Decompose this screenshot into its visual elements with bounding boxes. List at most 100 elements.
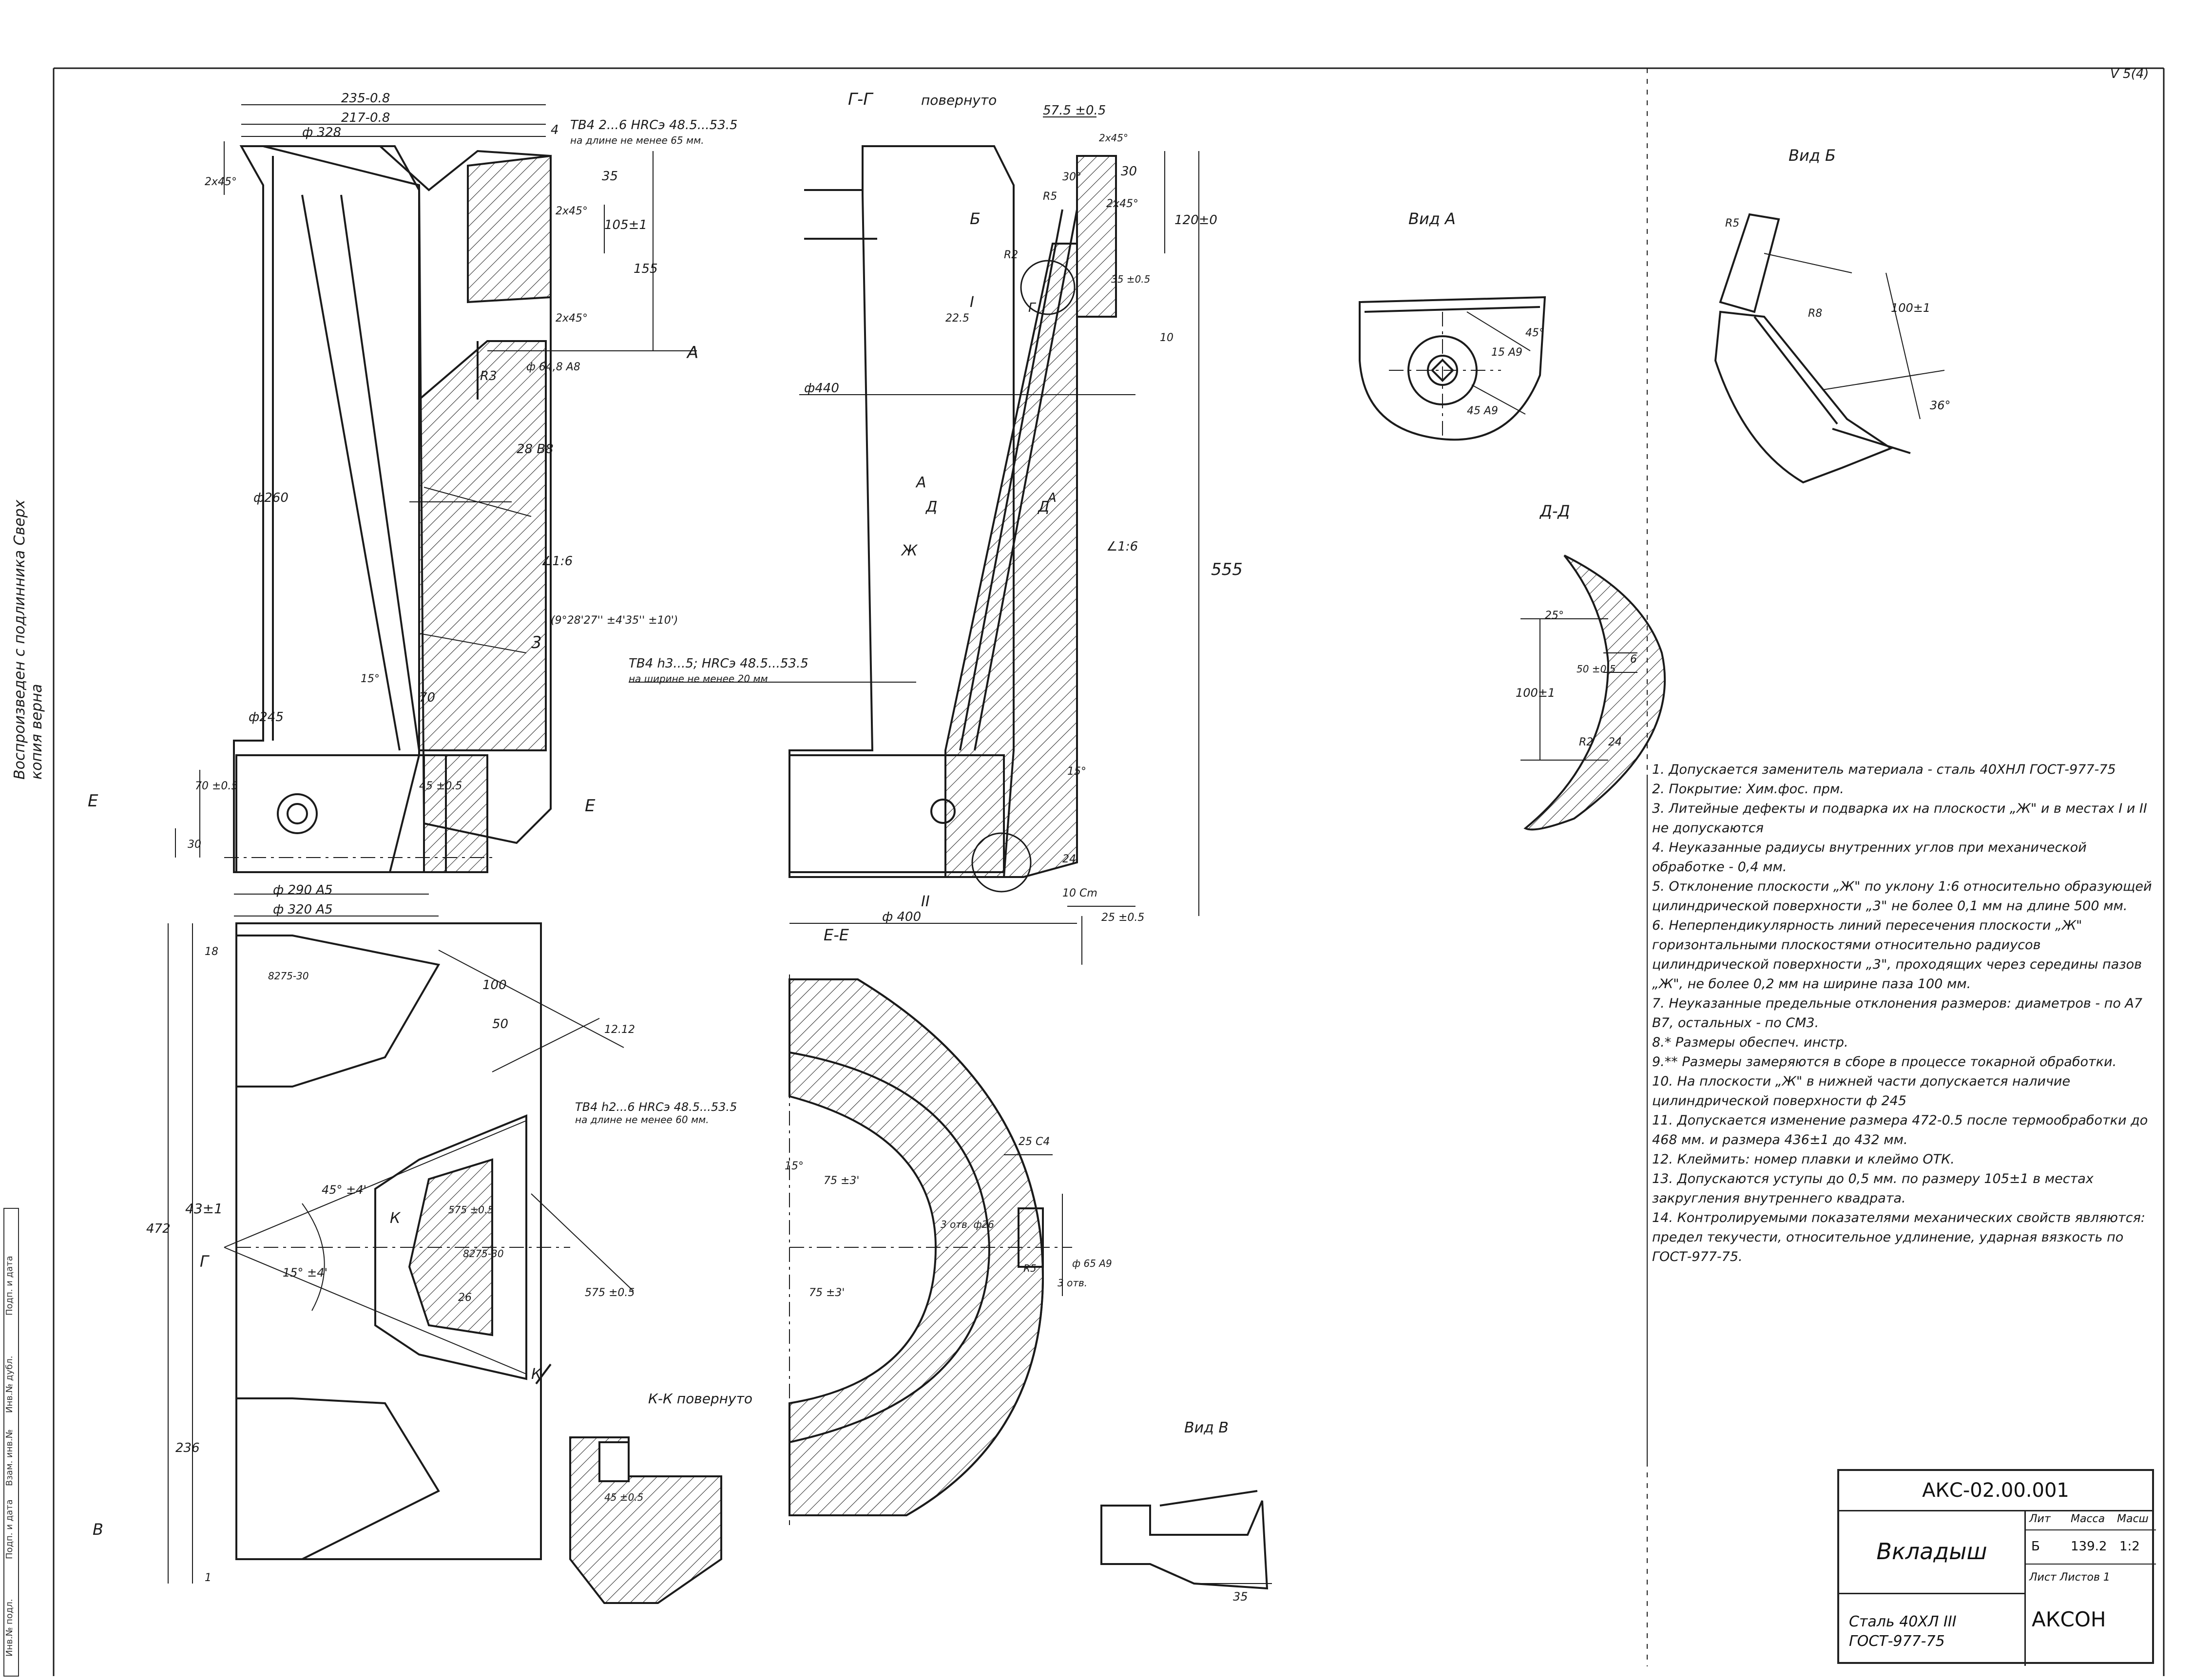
label-zh: Ж (901, 542, 918, 559)
section-ee (789, 974, 1072, 1525)
plan-15deg: 15° ±4' (283, 1266, 327, 1279)
dim-155: 155 (634, 262, 658, 276)
dim-gg-r5: R5 (1043, 191, 1057, 203)
ee-75-a: 75 ±3' (824, 1175, 859, 1187)
ee-holes: 3 отв. (1058, 1277, 1087, 1289)
sheet-info: Лист Листов 1 (2029, 1571, 2110, 1584)
title-block-values: Б 139.2 1:2 (2024, 1529, 2156, 1565)
label-d-left: Д (925, 498, 937, 515)
ee-75-b: 75 ±3' (809, 1287, 845, 1299)
view-a-title: Вид А (1408, 210, 1456, 228)
dim-gg-30: 30 (1121, 164, 1137, 179)
section-gg-subtitle: повернуто (921, 92, 997, 108)
dim-d290: ф 290 A5 (273, 883, 333, 897)
view-b-r8: R8 (1808, 307, 1822, 320)
side-stamp-4: Подп. и дата (4, 1499, 15, 1559)
section-mark-a: A (686, 343, 698, 363)
dd-100: 100±1 (1516, 686, 1555, 700)
dim-d64: ф 64,8 A8 (526, 361, 580, 373)
label-i: I (970, 294, 974, 311)
material-field: Сталь 40ХЛ III ГОСТ-977-75 (1839, 1593, 2024, 1666)
dd-50: 50 ±0.5 (1577, 663, 1616, 675)
dim-d320: ф 320 A5 (273, 902, 333, 917)
section-kk (569, 1436, 722, 1604)
note-6: 6. Неперпендикулярность линий пересечени… (1652, 918, 2142, 992)
technical-notes: 1. Допускается заменитель материала - ст… (1652, 760, 2159, 1267)
note-3: 3. Литейные дефекты и подварка их на пло… (1652, 801, 2147, 836)
dim-57-5: 57.5 ±0.5 (1043, 103, 1106, 118)
header-lit: Лит (2029, 1513, 2051, 1525)
ee-holes-d26: 3 отв. ф26 (941, 1219, 994, 1230)
hardness-note-gg: ТВ4 h3...5; HRCэ 48.5...53.5 (629, 656, 808, 671)
view-b (1714, 213, 1945, 484)
side-stamp-5: Инв.№ подл. (4, 1599, 15, 1657)
dim-r3: R3 (480, 369, 497, 383)
dim-d245: ф245 (249, 710, 284, 725)
view-a-45deg: 45° (1525, 327, 1544, 339)
note-9: 9.** Размеры замеряются в сборе в процес… (1652, 1054, 2117, 1069)
dim-gg-25: 25 ±0.5 (1101, 912, 1144, 924)
plan-1: 1 (205, 1572, 212, 1584)
mass-value: 139.2 (2071, 1539, 2107, 1554)
dim-28b8: 28 B8 (517, 442, 554, 457)
dim-10cm: 10 Cm (1062, 887, 1097, 899)
note-2: 2. Покрытие: Хим.фос. прм. (1652, 782, 1844, 797)
dim-gg-35: 35 ±0.5 (1111, 273, 1150, 285)
plan-label-v: В (93, 1520, 103, 1539)
drawing-designation: АКС-02.00.001 (1839, 1471, 2152, 1511)
note-7: 7. Неуказанные предельные отклонения раз… (1652, 996, 2143, 1031)
side-note-line-2: копия верна (28, 684, 45, 780)
dim-105: 105±1 (604, 218, 647, 232)
note-8: 8.* Размеры обеспеч. инстр. (1652, 1035, 1848, 1050)
label-g-gg: Г (1028, 301, 1037, 315)
label-a-gg-2: А (1047, 491, 1057, 505)
dim-d400: ф 400 (882, 910, 921, 924)
side-stamp-1: Подп. и дата (4, 1256, 15, 1316)
dim-chamfer-2: 2х45° (556, 312, 588, 325)
view-a-15a9: 15 A9 (1491, 346, 1522, 359)
kk-45: 45 ±0.5 (604, 1491, 643, 1503)
dd-r2: R2 (1579, 736, 1593, 748)
plan-label-g: Г (200, 1252, 210, 1271)
organization-name: АКСОН (2024, 1593, 2156, 1666)
angle-note: (9°28'27'' ±4'35'' ±10') (551, 614, 678, 627)
dim-70-5: 70 ±0.5 (195, 780, 238, 792)
dim-555: 555 (1211, 560, 1243, 579)
dd-25deg: 25° (1545, 610, 1564, 622)
ee-25c4: 25 C4 (1019, 1136, 1050, 1148)
section-mark-e-right: Е (585, 796, 596, 816)
plan-45deg: 45° ±4' (322, 1183, 366, 1197)
title-block: АКС-02.00.001 Вкладыш Лит Масса Масш Б 1… (1837, 1469, 2156, 1666)
hardness-note-main: ТВ4 2...6 HRCэ 48.5...53.5 (570, 118, 738, 133)
material-line-1: Сталь 40ХЛ III (1849, 1613, 1957, 1630)
section-ee-title: Е-Е (824, 926, 849, 944)
section-gg-title: Г-Г (848, 90, 874, 109)
section-dd-title: Д-Д (1539, 502, 1570, 520)
dim-gg-chamfer-2: 2х45° (1106, 198, 1138, 210)
title-block-headers: Лит Масса Масш (2024, 1510, 2156, 1530)
view-b-title: Вид Б (1789, 146, 1836, 165)
part-name: Вкладыш (1839, 1510, 2026, 1594)
plan-100: 100 (482, 978, 507, 993)
note-13: 13. Допускаются уступы до 0,5 мм. по раз… (1652, 1171, 2094, 1206)
hardness-note-plan: ТВ4 h2...6 HRCэ 48.5...53.5 (575, 1100, 737, 1114)
plan-575-a: 575 ±0.5 (448, 1204, 494, 1216)
ee-d65: ф 65 A9 (1072, 1258, 1112, 1269)
plan-12-12: 12.12 (604, 1024, 635, 1036)
note-12: 12. Клеймить: номер плавки и клеймо ОТК. (1652, 1152, 1955, 1167)
dim-d440: ф440 (804, 381, 839, 396)
dd-6: 6 (1630, 653, 1637, 666)
angle-15: 15° (361, 673, 380, 685)
ee-r5: R5 (1023, 1262, 1037, 1274)
corner-mark: V 5(4) (2110, 67, 2149, 81)
main-section-view (175, 104, 697, 916)
plan-view (168, 922, 634, 1584)
lit-value: Б (2031, 1539, 2040, 1554)
dim-chamfer-1: 2х45° (556, 205, 588, 217)
dim-gg-24: 24 (1062, 853, 1076, 865)
ee-15deg: 15° (785, 1160, 804, 1172)
dim-70: 70 (419, 690, 435, 705)
section-mark-e-left: Е (88, 791, 98, 811)
header-mass: Масса (2071, 1513, 2105, 1525)
